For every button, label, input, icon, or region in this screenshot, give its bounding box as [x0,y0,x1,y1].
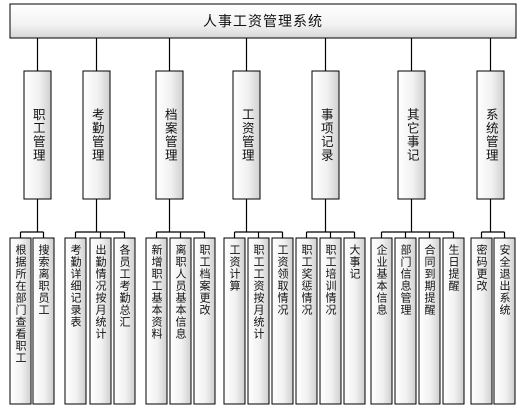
leaf-box [418,237,441,405]
module-box [23,70,52,200]
leaf-box [493,237,516,405]
module-box [311,70,340,200]
leaf-box [89,237,112,405]
leaf-box [442,237,465,405]
leaf-box [271,237,294,405]
leaf-box [64,237,87,405]
module-box [232,70,261,200]
leaf-box [370,237,393,405]
leaf-box [319,237,342,405]
leaf-box [470,237,493,405]
module-box [155,70,184,200]
leaf-box [343,237,366,405]
leaf-box [223,237,246,405]
leaf-box [9,237,32,405]
leaf-box [113,237,136,405]
module-box [397,70,426,200]
root-box [9,3,517,39]
leaf-box [169,237,192,405]
leaf-box [193,237,216,405]
leaf-box [145,237,168,405]
leaf-box [32,237,55,405]
leaf-box [394,237,417,405]
leaf-box [247,237,270,405]
module-box [82,70,111,200]
leaf-box [295,237,318,405]
module-box [476,70,505,200]
